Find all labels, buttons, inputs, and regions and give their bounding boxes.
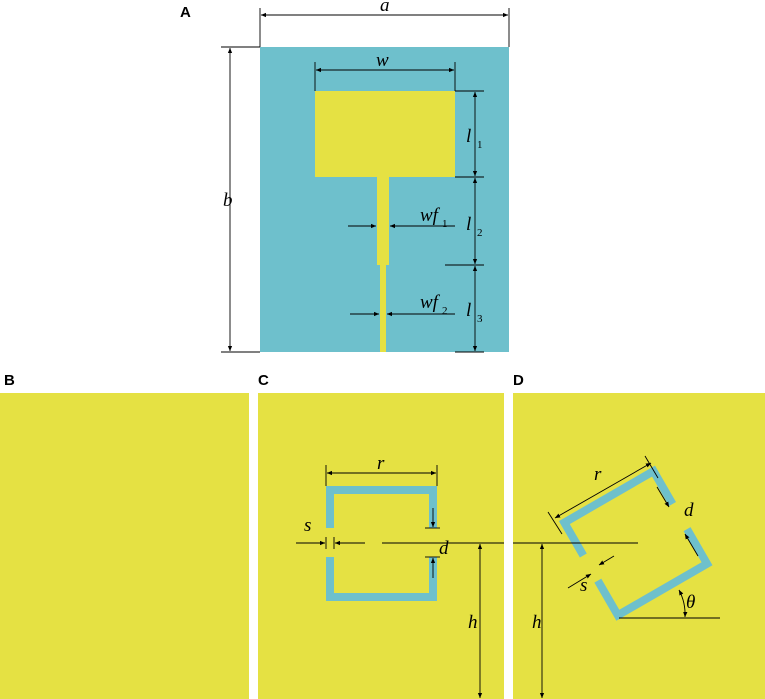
dim-l3-sub: 3 (477, 313, 483, 325)
panel-c-letter: C (258, 372, 269, 389)
dim-d-label-d: d (684, 500, 694, 521)
dim-s-arrow-1-d (567, 573, 592, 589)
dim-theta-label-d: θ (686, 592, 695, 613)
dim-l1-sub: 1 (477, 139, 483, 151)
ground-plane-b (0, 393, 249, 699)
dim-b-label: b (223, 190, 233, 211)
ground-plane-d (513, 393, 765, 699)
panel-a: A a b w l 1 l 2 l 3 (180, 0, 510, 353)
ground-plane-c (258, 393, 504, 699)
dim-r-ext-left-d (547, 511, 563, 535)
dim-s-arrow-2-d (598, 555, 615, 566)
dim-a-label: a (380, 0, 390, 16)
panel-a-letter: A (180, 4, 191, 21)
dim-s-label-d: s (580, 575, 587, 596)
panel-d-letter: D (513, 372, 524, 389)
dim-h-label-c: h (468, 612, 478, 633)
dim-wf2-sub: 2 (442, 305, 448, 317)
dim-d-label-c: d (439, 538, 449, 559)
feed-line-2 (380, 265, 386, 352)
panel-c: C r s d h (258, 372, 504, 699)
dim-l3-label: l (466, 300, 471, 321)
dim-wf1-sub: 1 (442, 218, 448, 230)
panel-b: B (0, 372, 249, 699)
patch-rectangle (315, 91, 455, 177)
dim-h-label-d: h (532, 612, 542, 633)
dim-r-label-d: r (594, 464, 602, 485)
dim-r-label-c: r (377, 453, 385, 474)
dim-theta-arc-d (678, 589, 688, 618)
dim-d-arrow-bot-d (684, 533, 699, 557)
dim-r-ext-right-d (644, 455, 659, 479)
dim-l1-label: l (466, 126, 471, 147)
dim-d-arrow-top-d (656, 486, 670, 508)
dim-wf1-label: wf (420, 205, 441, 226)
panel-b-letter: B (4, 372, 15, 389)
dim-s-label-c: s (304, 515, 311, 536)
dim-r-arrow-d (554, 462, 652, 519)
dim-w-label: w (376, 50, 389, 71)
feed-line-1 (377, 177, 389, 265)
dim-l2-sub: 2 (477, 227, 483, 239)
dim-wf2-label: wf (420, 292, 441, 313)
dim-l2-label: l (466, 214, 471, 235)
panel-d: D r d s θ h (513, 372, 765, 699)
